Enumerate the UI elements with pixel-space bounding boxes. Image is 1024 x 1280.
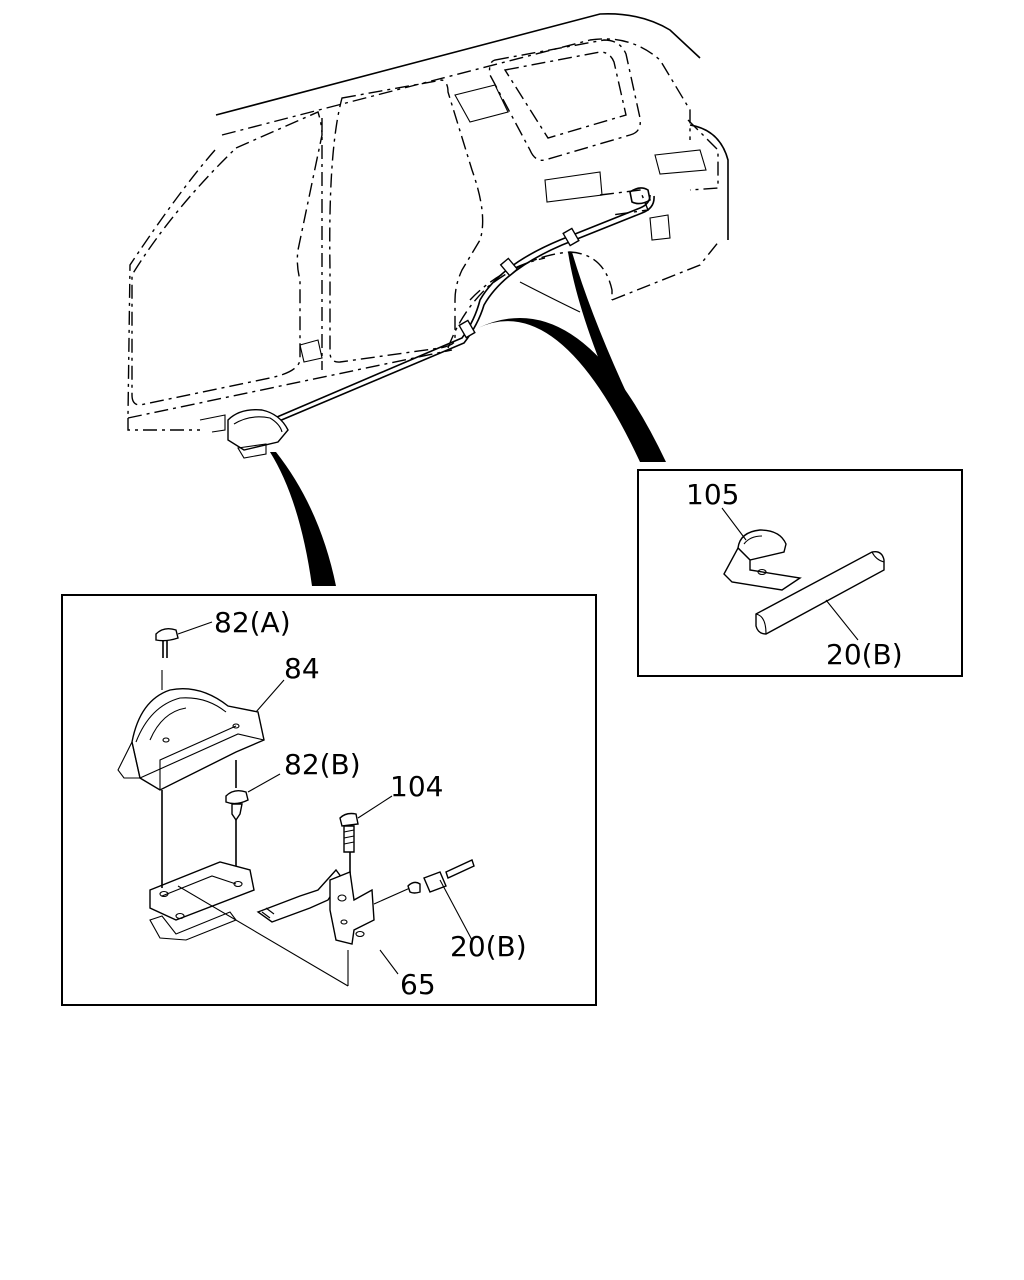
callout-upper-b <box>568 252 660 462</box>
callout-lower <box>270 452 336 586</box>
vehicle-body <box>127 13 729 431</box>
clip-105-drawing <box>721 507 885 641</box>
detail-box-lever <box>61 594 597 1006</box>
detail-box-clip <box>637 469 963 677</box>
label-82b: 82(B) <box>284 748 361 781</box>
lever-assembly-drawing <box>117 621 475 987</box>
label-84: 84 <box>284 652 320 685</box>
label-65: 65 <box>400 968 436 1001</box>
label-20b-upper: 20(B) <box>826 638 903 671</box>
label-104: 104 <box>390 770 443 803</box>
label-82a: 82(A) <box>214 606 291 639</box>
cable-route <box>199 187 655 459</box>
label-105: 105 <box>686 478 739 511</box>
label-20b-lower: 20(B) <box>450 930 527 963</box>
